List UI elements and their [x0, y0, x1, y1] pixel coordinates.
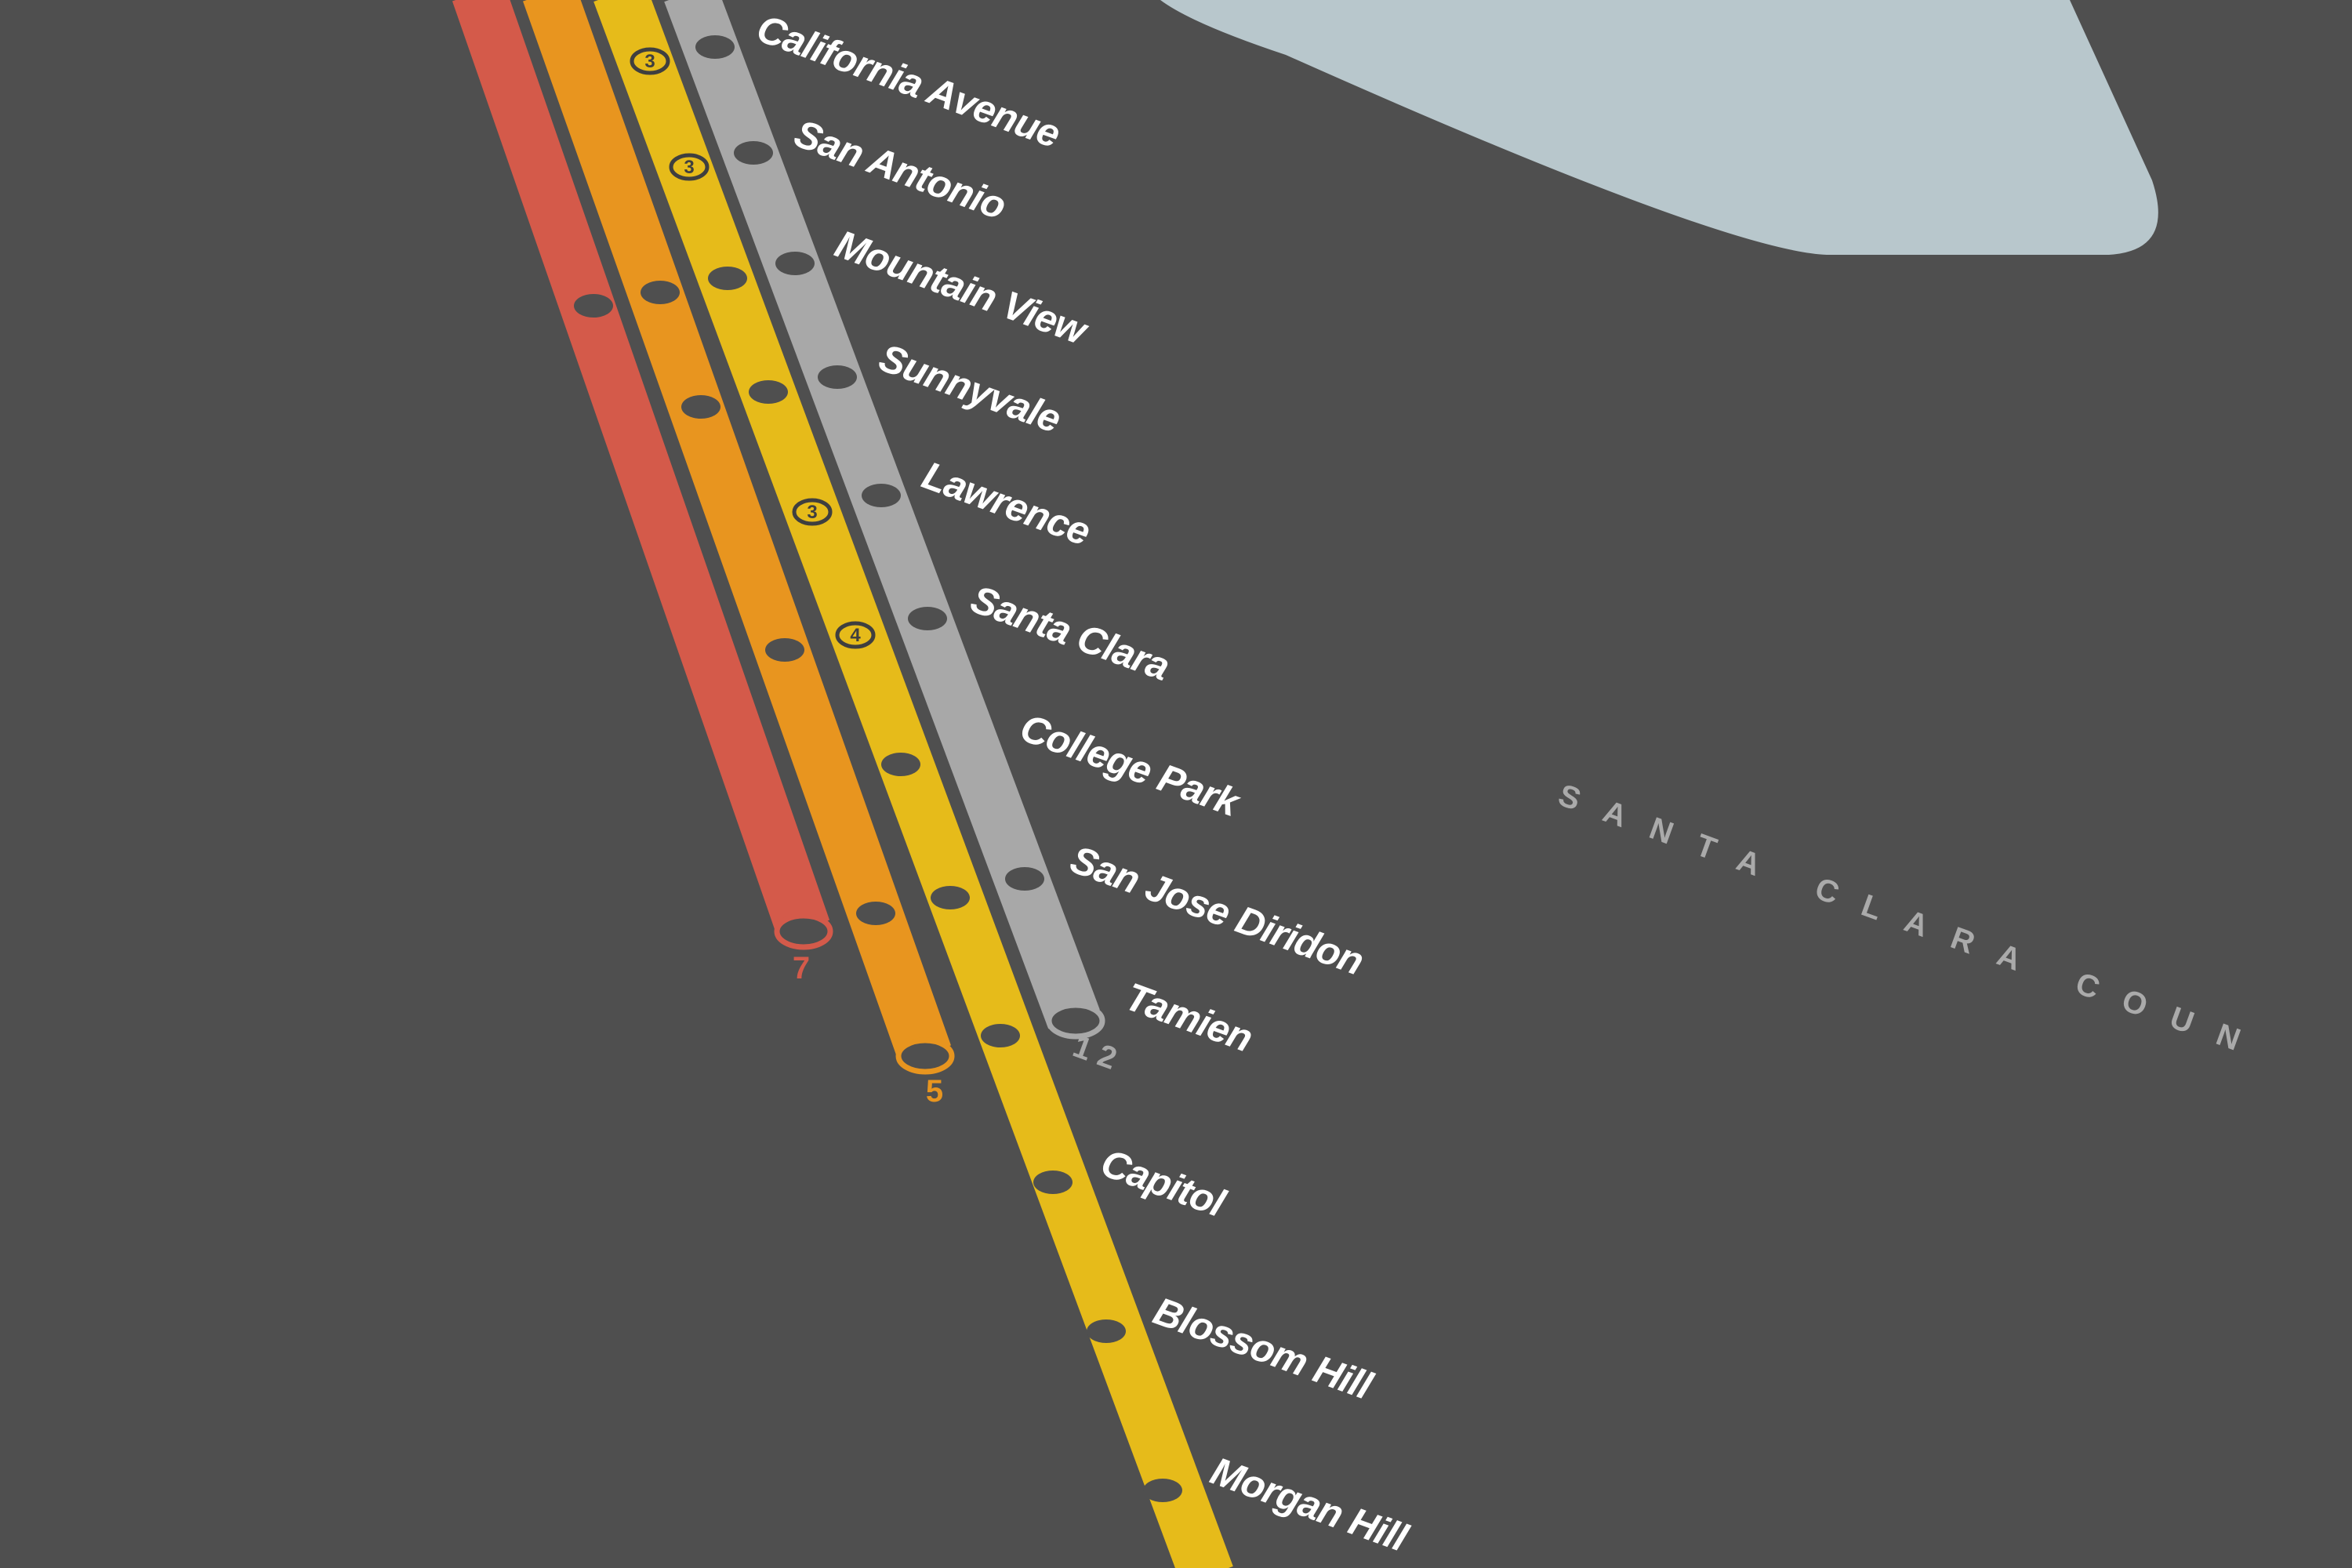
line-7: 7 [452, 0, 833, 985]
station-dot-icon [856, 902, 895, 925]
bay-water-area [1160, 0, 2158, 255]
line-5-number: 5 [926, 1074, 943, 1109]
station-dot-icon [862, 484, 901, 507]
station-dot-icon [695, 35, 735, 59]
station-label-tamien: Tamien [1120, 975, 1258, 1061]
station-label-san-jose-diridon: San Jose Diridon [1065, 837, 1369, 984]
zone-marker-number: 3 [644, 51, 655, 72]
zone-badge-icon: 3 [630, 47, 670, 75]
station-label-capitol: Capitol [1095, 1141, 1232, 1226]
station-label-morgan-hill: Morgan Hill [1205, 1449, 1414, 1561]
station-dot-icon [881, 753, 920, 776]
station-label-college-park: College Park [1014, 706, 1247, 826]
line-1-2-terminal-cap [1046, 1002, 1105, 1040]
station-dot-icon [574, 294, 613, 318]
station-dot-icon [749, 380, 788, 404]
zone-badge-icon: 3 [792, 498, 833, 526]
zone-badge-icon: 4 [835, 621, 876, 649]
station-dot-icon [734, 141, 773, 165]
station-dot-icon [708, 267, 747, 290]
zone-badge-icon: 3 [669, 153, 710, 181]
station-dot-icon [641, 281, 680, 304]
station-dots [574, 35, 1182, 1502]
station-dot-icon [981, 1024, 1020, 1047]
line-7-number: 7 [793, 951, 810, 985]
station-label-santa-clara: Santa Clara [965, 577, 1175, 689]
station-dot-icon [908, 607, 947, 630]
zone-marker-number: 3 [807, 502, 817, 523]
station-dot-icon [775, 252, 815, 275]
station-dot-icon [765, 638, 804, 662]
station-dot-icon [1087, 1319, 1126, 1343]
station-label-blossom-hill: Blossom Hill [1148, 1289, 1378, 1409]
zone-marker-number: 4 [850, 625, 861, 646]
station-dot-icon [1033, 1171, 1073, 1194]
station-dot-icon [681, 395, 720, 419]
station-dot-icon [1143, 1479, 1182, 1502]
line-3-4 [593, 0, 1233, 1568]
zone-marker-number: 3 [684, 157, 694, 178]
station-label-sunnyvale: Sunnyvale [873, 336, 1066, 441]
region-label-santa-clara-county: SANTA CLARA COUN [1554, 778, 2270, 1066]
station-label-lawrence: Lawrence [916, 453, 1096, 554]
station-label-mountain-view: Mountain View [829, 222, 1094, 354]
line-5-terminal-cap [895, 1037, 955, 1075]
line-7-terminal-cap [774, 913, 833, 950]
line-5: 5 [523, 0, 955, 1109]
station-dot-icon [1005, 867, 1044, 891]
station-dot-icon [931, 886, 970, 909]
station-dot-icon [818, 365, 857, 389]
